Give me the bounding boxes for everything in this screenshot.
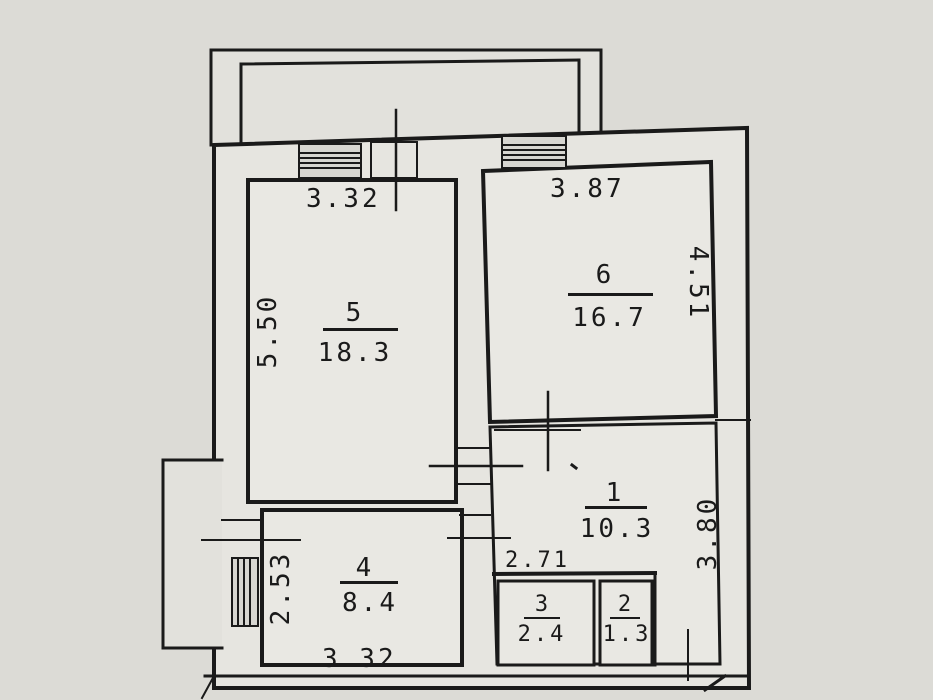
room-4-area: 8.4 xyxy=(342,588,398,618)
room-6-number: 6 xyxy=(595,260,615,290)
balcony-door xyxy=(370,108,418,212)
left-annex xyxy=(161,458,224,650)
room-5-number: 5 xyxy=(345,298,365,328)
room-4-width-dimension: 3.32 xyxy=(322,644,397,674)
room-1-divider xyxy=(585,506,647,509)
room-5-outline xyxy=(246,178,458,504)
room-3-divider xyxy=(524,617,560,619)
room-6-length-dimension: 4.51 xyxy=(683,245,713,321)
room-1-width-dimension: 2.71 xyxy=(505,548,570,573)
room-3-area: 2.4 xyxy=(517,622,567,647)
room-5-length-dimension: 5.50 xyxy=(253,293,283,369)
room-4-number: 4 xyxy=(355,553,375,583)
room-4-length-dimension: 2.53 xyxy=(266,550,296,626)
room-5-width-dimension: 3.32 xyxy=(306,184,381,214)
room-2-divider xyxy=(610,617,640,619)
room-1-length-dimension: 3.80 xyxy=(693,495,723,571)
window-room-4 xyxy=(231,557,259,627)
room-3-number: 3 xyxy=(534,592,552,617)
window-room-5 xyxy=(298,143,362,179)
room-2-area: 1.3 xyxy=(602,622,652,647)
room-4-divider xyxy=(340,581,398,584)
balcony xyxy=(209,48,603,147)
room-5-divider xyxy=(323,328,398,331)
room-6-area: 16.7 xyxy=(572,303,647,333)
room-5-area: 18.3 xyxy=(317,338,393,368)
room-6-width-dimension: 3.87 xyxy=(550,174,625,204)
room-2-outline xyxy=(598,579,654,667)
room-4-outline xyxy=(260,508,464,667)
room-6-divider xyxy=(568,293,653,296)
room-1-area: 10.3 xyxy=(579,514,655,544)
room-3-outline xyxy=(496,579,596,667)
room-2-number: 2 xyxy=(617,592,635,617)
room-6-outline xyxy=(480,159,719,425)
window-room-6 xyxy=(501,135,567,169)
room-1-number: 1 xyxy=(605,478,625,508)
